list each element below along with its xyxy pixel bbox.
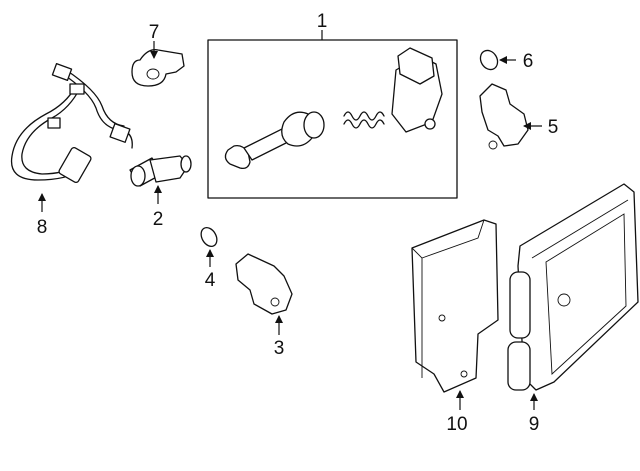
knock-sensor[interactable] xyxy=(131,49,185,87)
callout-4: 4 xyxy=(205,270,216,291)
camshaft-position-sensor[interactable] xyxy=(479,83,529,150)
o-ring-lower[interactable] xyxy=(198,225,220,249)
engine-control-module[interactable] xyxy=(507,183,639,391)
crankshaft-position-sensor[interactable] xyxy=(129,155,192,187)
wiring-harness[interactable] xyxy=(10,62,133,184)
callout-3: 3 xyxy=(274,338,285,359)
callout-2: 2 xyxy=(153,209,164,230)
callout-5: 5 xyxy=(548,117,559,138)
o-ring-upper[interactable] xyxy=(477,47,501,72)
ignition-coil-assembly[interactable] xyxy=(224,47,443,170)
callout-8: 8 xyxy=(37,217,48,238)
callout-10: 10 xyxy=(446,414,467,435)
callout-9: 9 xyxy=(529,414,540,435)
part-1-group-box xyxy=(207,39,458,199)
position-sensor[interactable] xyxy=(235,253,293,315)
callout-6: 6 xyxy=(523,51,534,72)
callout-1: 1 xyxy=(317,11,328,32)
callout-7: 7 xyxy=(149,22,160,43)
ecm-bracket[interactable] xyxy=(411,219,499,393)
